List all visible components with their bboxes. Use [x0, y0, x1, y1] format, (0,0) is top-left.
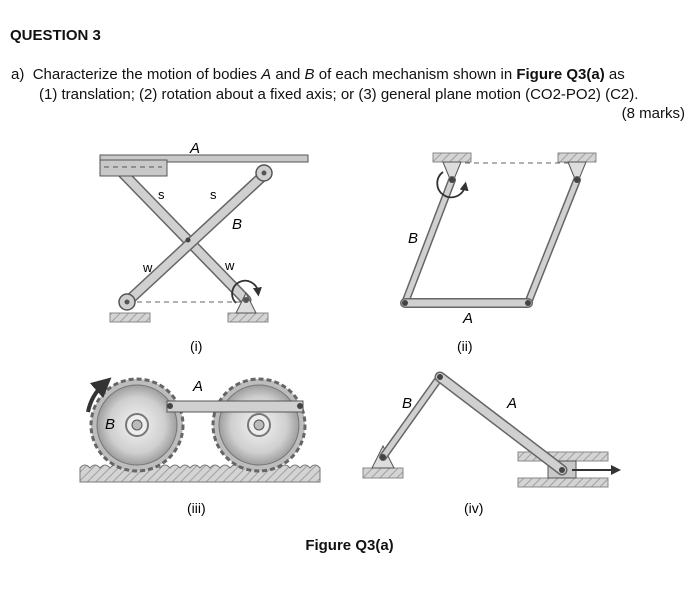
figure-caption: Figure Q3(a): [305, 537, 394, 554]
coupler-pin-right-iii: [297, 403, 303, 409]
link-right-ii-fill: [525, 177, 580, 306]
link-b-iv-fill: [380, 374, 443, 460]
ground-right-i: [227, 312, 269, 323]
panel-iii-wheels: A B (iii): [79, 377, 321, 516]
panel-label-i: (i): [190, 338, 202, 354]
coupler-a-iii: [166, 400, 304, 413]
pin-ground-iv: [380, 454, 386, 460]
label-a-iii: A: [192, 378, 203, 395]
pin-top-i: [261, 170, 267, 176]
label-b-iii: B: [105, 416, 115, 433]
label-a-i: A: [189, 140, 200, 157]
pin-bottom-i: [124, 299, 130, 305]
link-b-ii-fill: [402, 177, 455, 306]
label-b-i: B: [232, 216, 242, 233]
link-a-iv-fill: [436, 373, 566, 474]
pin-right-i: [243, 297, 249, 303]
line1-suffix: as: [604, 66, 625, 83]
rotation-arrow-iii: [86, 377, 112, 413]
platform-a-i: [99, 154, 309, 163]
ground-pivot-iv: [362, 467, 404, 479]
body-a-ref: A: [261, 66, 272, 83]
pin-joint-iv: [437, 374, 443, 380]
question-line-1: a) Characterize the motion of bodies A a…: [11, 66, 625, 83]
pin-4-ii: [525, 300, 531, 306]
rotation-arrow-ii: [436, 171, 469, 199]
platform-block-i: [99, 159, 168, 177]
figure-ref: Figure Q3(a): [516, 66, 605, 83]
pin-1-ii: [449, 177, 455, 183]
question-line-2: (1) translation; (2) rotation about a fi…: [39, 86, 639, 103]
panel-label-ii: (ii): [457, 338, 473, 354]
question-heading: QUESTION 3: [10, 27, 101, 44]
ground-left-ii: [432, 152, 472, 163]
ground-right-ii: [557, 152, 597, 163]
pin-3-ii: [402, 300, 408, 306]
ground-iii: [79, 464, 321, 483]
body-b-ref: B: [304, 66, 315, 83]
marks: (8 marks): [621, 105, 685, 122]
label-s2-i: s: [210, 187, 217, 202]
link-a-i-fill: [123, 170, 269, 306]
label-s1-i: s: [158, 187, 165, 202]
ground-left-i: [109, 312, 151, 323]
panel-i-scissor: A B s s w w (i): [99, 140, 309, 354]
coupler-pin-left-iii: [167, 403, 173, 409]
panel-label-iii: (iii): [187, 500, 206, 516]
panel-iv-slider-crank: B A (iv): [362, 371, 621, 516]
part-label: a): [11, 66, 25, 83]
pin-slider-iv: [559, 467, 565, 473]
label-w2-i: w: [224, 258, 235, 273]
center-pin-i: [185, 237, 191, 243]
panel-ii-four-bar: B A (ii): [400, 152, 597, 354]
line1-prefix: Characterize the motion of bodies: [32, 66, 262, 83]
and-text: and: [271, 66, 305, 83]
label-a-iv: A: [506, 395, 517, 412]
rotation-arrow-i: [231, 279, 262, 304]
hub-right-inner-iii: [253, 419, 265, 431]
label-a-ii: A: [462, 310, 473, 327]
support-left-ii: [442, 161, 462, 186]
support-right-ii: [567, 161, 587, 186]
label-b-iv: B: [402, 395, 412, 412]
label-w1-i: w: [142, 260, 153, 275]
guide-bottom-iv: [517, 477, 609, 488]
pin-2-ii: [574, 177, 580, 183]
hub-left-inner-iii: [131, 419, 143, 431]
label-b-ii: B: [408, 230, 418, 247]
link-b-i-fill: [106, 156, 250, 304]
line1-mid: of each mechanism shown in: [314, 66, 517, 83]
panel-label-iv: (iv): [464, 500, 483, 516]
